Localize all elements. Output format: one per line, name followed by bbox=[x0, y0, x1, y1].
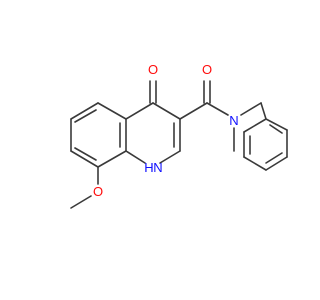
benzo-ring bbox=[70, 102, 127, 168]
amide-nitrogen-label: N bbox=[229, 113, 238, 128]
molecule-structure: O O N H N O bbox=[70, 62, 288, 209]
bond-ph-3-inner bbox=[265, 152, 283, 164]
ring-nh-hydrogen-label: H bbox=[144, 160, 153, 175]
bond-c8a-c8 bbox=[97, 150, 127, 168]
amide-group bbox=[179, 80, 267, 152]
bond-c6-c5 bbox=[70, 102, 99, 120]
phenyl-ring bbox=[243, 118, 288, 171]
bond-n1-c8a bbox=[125, 150, 146, 164]
bond-c6-c5-inner bbox=[74, 109, 97, 123]
amide-oxygen-label: O bbox=[202, 62, 212, 77]
bond-c2-n1 bbox=[159, 150, 181, 164]
bond-ph-1-inner bbox=[269, 124, 283, 134]
bond-o-methyl bbox=[70, 195, 92, 209]
bond-camide-n bbox=[206, 102, 229, 116]
bond-c8-c7-inner bbox=[74, 147, 97, 161]
ketone-oxygen-label: O bbox=[148, 62, 158, 77]
methoxy-group bbox=[70, 166, 99, 209]
bond-c8-c7 bbox=[70, 150, 99, 168]
bond-ph-4 bbox=[243, 156, 267, 171]
bond-ph-1 bbox=[265, 118, 288, 131]
bond-ph-6 bbox=[243, 118, 267, 133]
bond-c5-c4a bbox=[97, 102, 127, 120]
bond-c3-camide bbox=[179, 102, 208, 120]
bond-ph-3 bbox=[265, 156, 288, 171]
ketone-group bbox=[149, 80, 157, 104]
ring-nitrogen-label: N bbox=[153, 160, 162, 175]
bond-c4-c3 bbox=[152, 102, 181, 120]
bond-n-ch2 bbox=[240, 102, 262, 116]
pyridone-ring bbox=[125, 102, 181, 164]
bond-ch2-phenyl bbox=[260, 102, 267, 120]
bond-c4a-c4 bbox=[125, 102, 154, 120]
methoxy-oxygen-label: O bbox=[93, 184, 103, 199]
